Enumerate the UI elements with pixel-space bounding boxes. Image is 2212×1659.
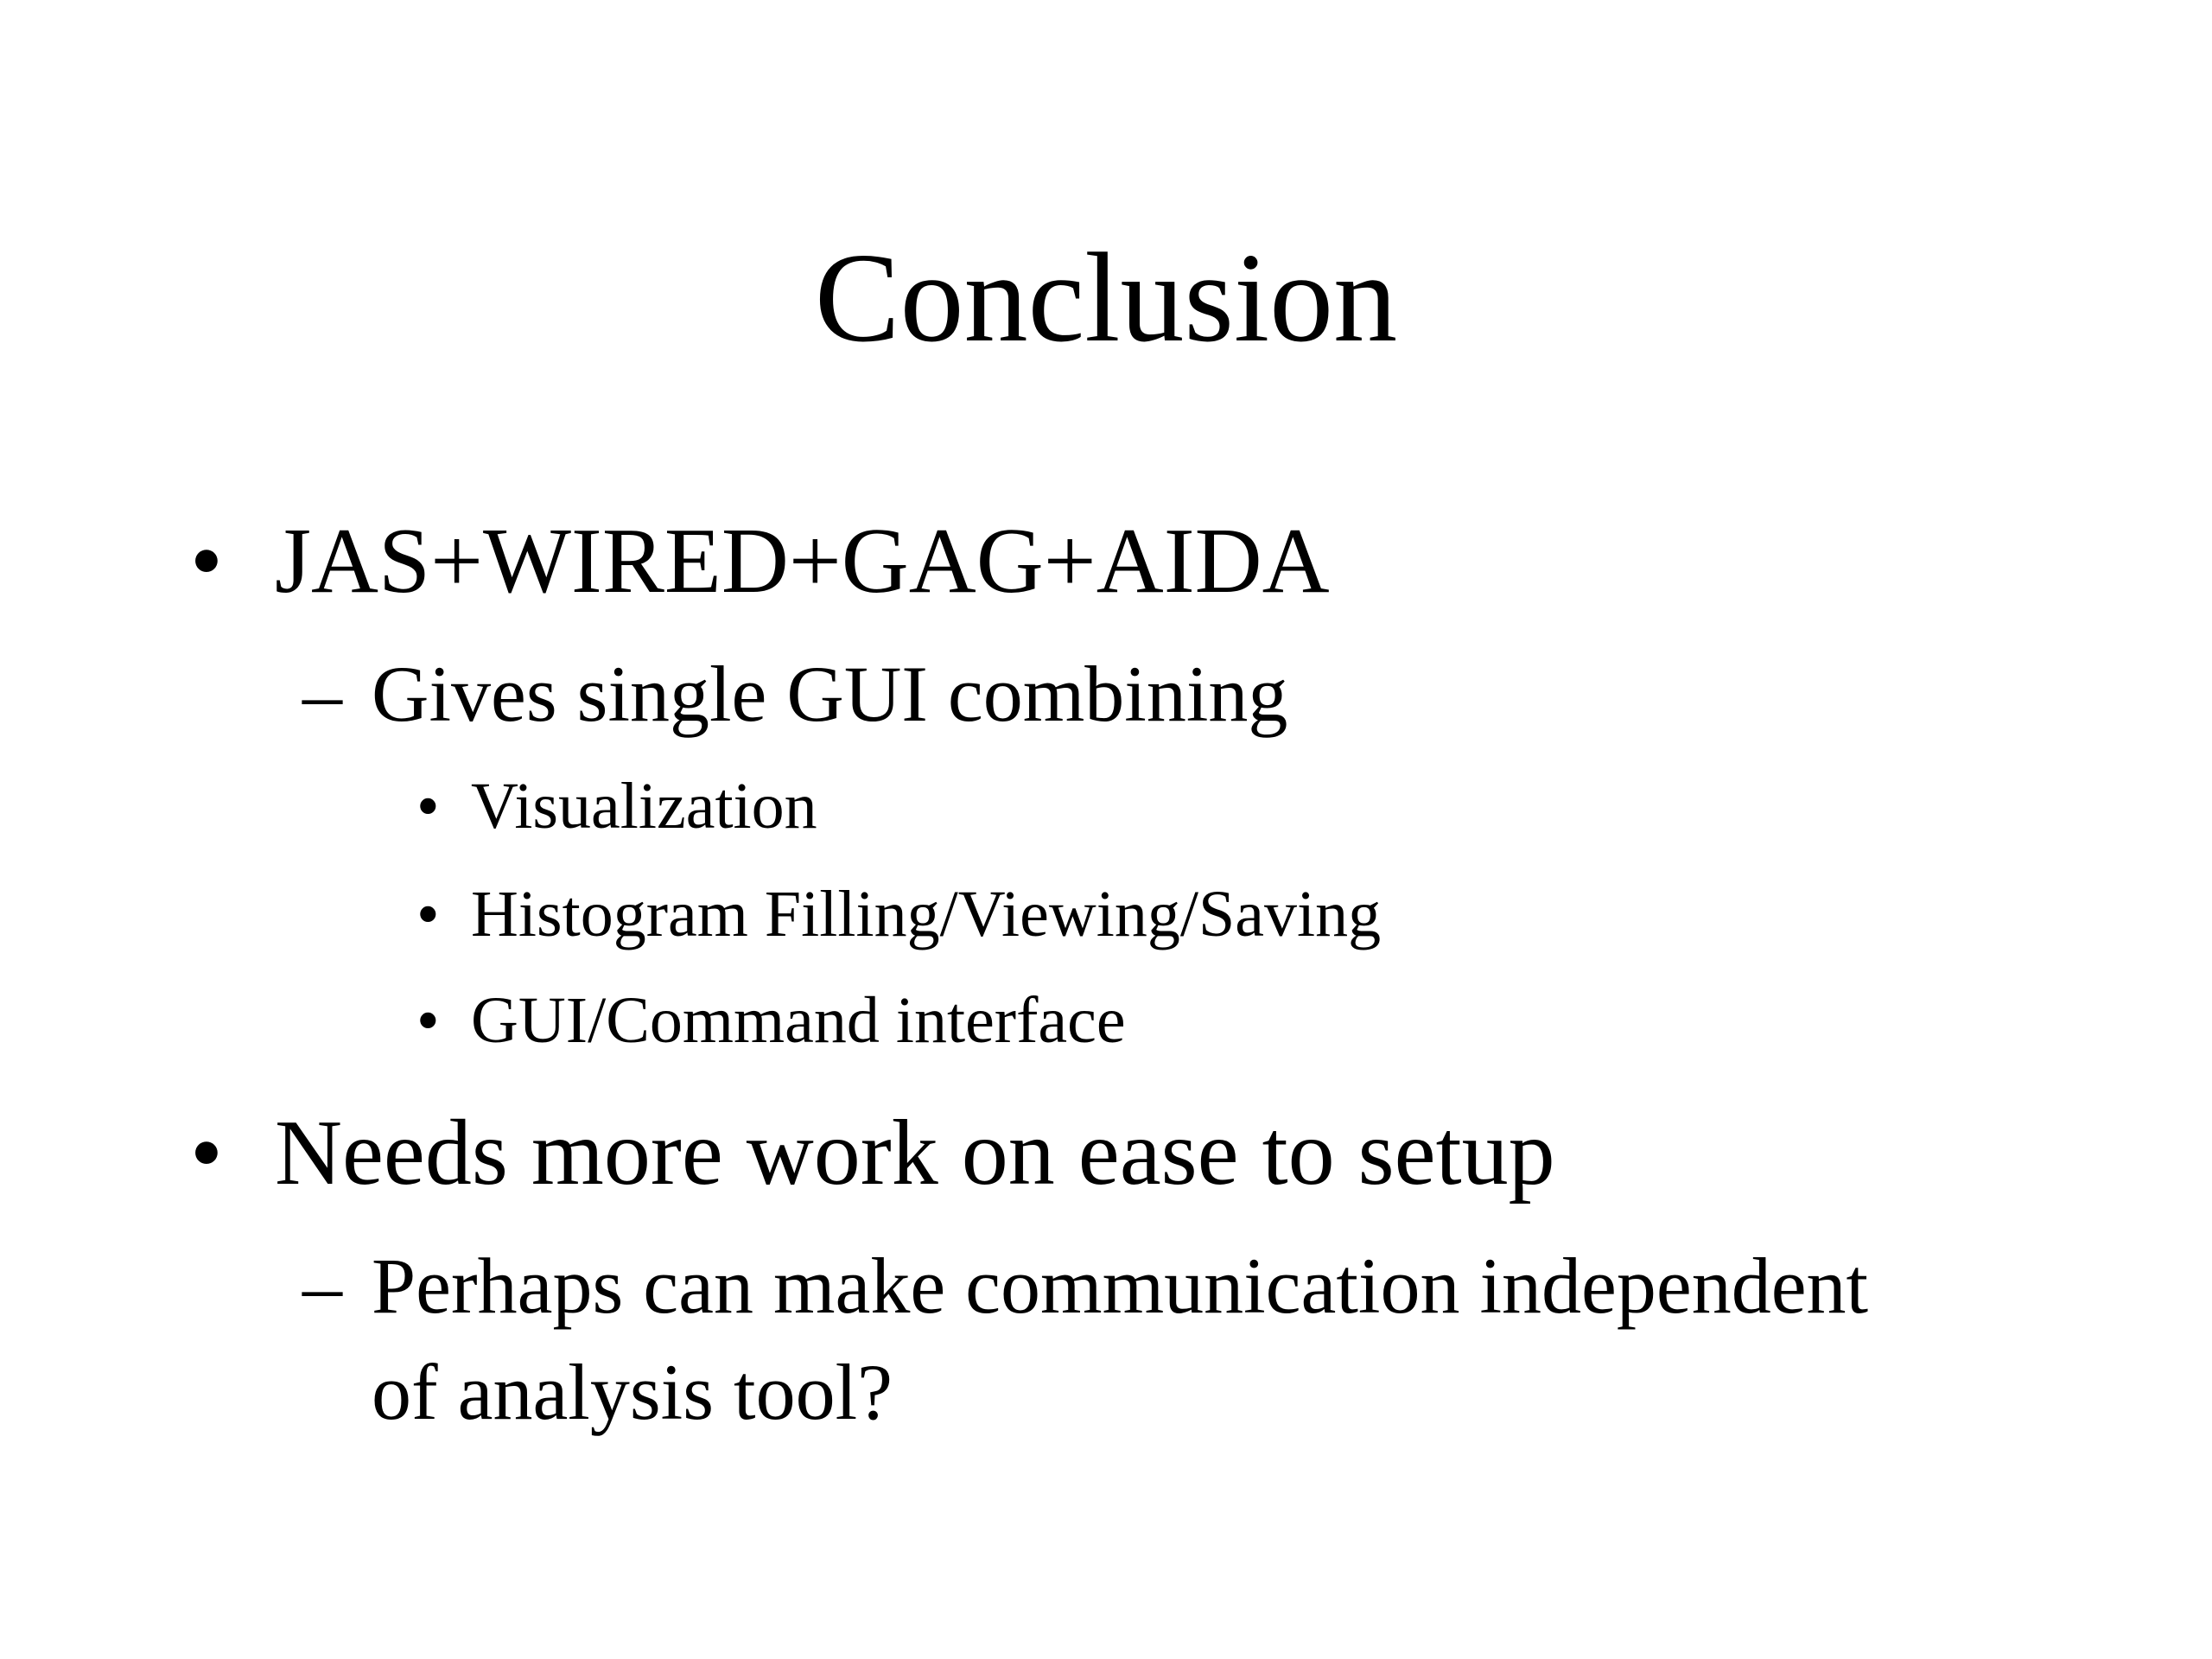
bullet-marker: • [190, 510, 223, 613]
bullet-marker: • [190, 1102, 223, 1205]
dash-marker: – [302, 1242, 342, 1330]
sub-sub-item-histogram: Histogram Filling/Viewing/Saving [471, 878, 1382, 950]
bullet-item-2: Needs more work on ease to setup [275, 1102, 1555, 1205]
slide-title: Conclusion [814, 227, 1398, 369]
sub-item-2-1-line2: of analysis tool? [372, 1348, 893, 1436]
bullet-item-1: JAS+WIRED+GAG+AIDA [275, 510, 1330, 613]
sub-bullet-marker: • [416, 878, 440, 950]
sub-sub-item-gui-command: GUI/Command interface [471, 984, 1126, 1057]
sub-bullet-marker: • [416, 984, 440, 1057]
sub-item-1-1: Gives single GUI combining [372, 650, 1288, 738]
sub-bullet-marker: • [416, 770, 440, 842]
sub-item-2-1-line1: Perhaps can make communication independe… [372, 1242, 1869, 1330]
dash-marker: – [302, 650, 342, 738]
sub-sub-item-visualization: Visualization [471, 770, 817, 842]
